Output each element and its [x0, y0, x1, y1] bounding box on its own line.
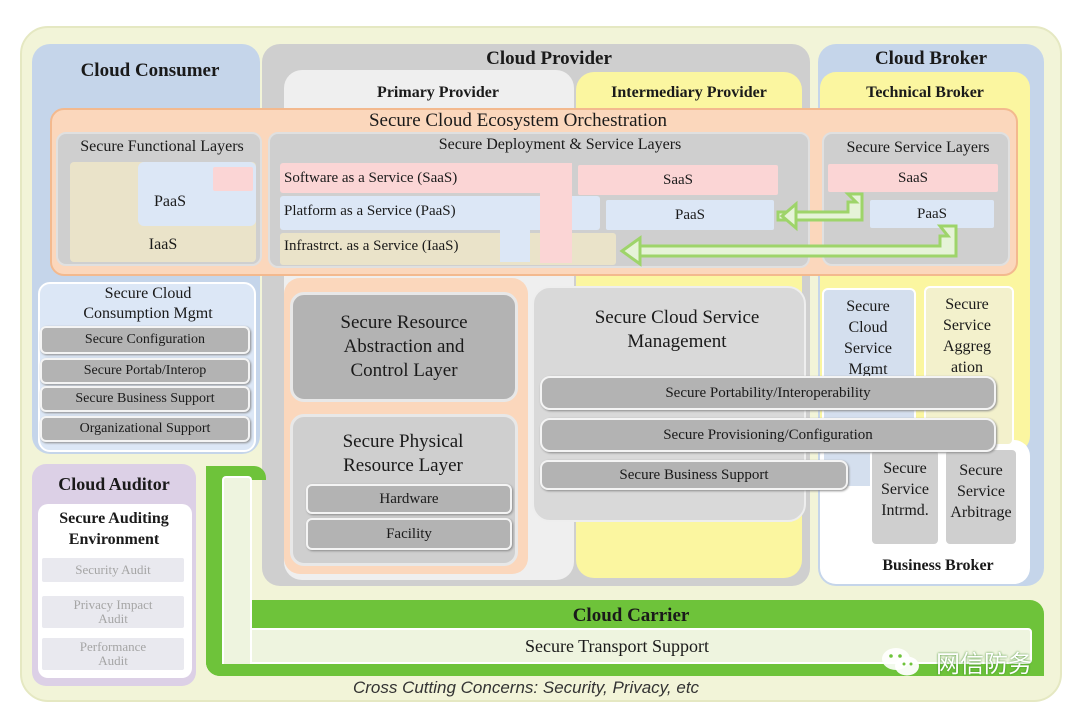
saas-stub — [540, 163, 572, 263]
paas-full-label: Platform as a Service (PaaS) — [284, 203, 456, 219]
privacy-impact-audit-label: Privacy Impact Audit — [73, 597, 153, 626]
consumer-item-organizational-support: Organizational Support — [40, 416, 250, 442]
privacy-impact-audit-box: Privacy Impact Audit — [40, 594, 186, 630]
facility-box: Facility — [306, 518, 512, 550]
consumption-mgmt-title: Secure Cloud Consumption Mgmt — [83, 285, 213, 322]
deployment-layers-title: Secure Deployment & Service Layers — [438, 136, 682, 153]
cloud-broker-title: Cloud Broker — [874, 48, 988, 69]
security-audit-label: Security Audit — [75, 562, 151, 577]
consumer-paas-label: PaaS — [154, 193, 186, 210]
portability-bar: Secure Portability/Interoperability — [540, 376, 996, 410]
provisioning-label: Secure Provisioning/Configuration — [663, 426, 873, 443]
consumer-item-organizational-support-label: Organizational Support — [79, 421, 211, 436]
business-support-bar: Secure Business Support — [540, 460, 848, 490]
iaas-full-label: Infrastrct. as a Service (IaaS) — [284, 238, 459, 254]
paas-iaas-stub — [500, 196, 530, 262]
resource-abstraction-box: Secure Resource Abstraction and Control … — [290, 292, 518, 402]
cloud-auditor-title: Cloud Auditor — [58, 474, 170, 494]
service-mgmt-title: Secure Cloud Service Management — [594, 307, 760, 352]
broker-arbitrage-label: Secure Service Arbitrage — [950, 462, 1012, 521]
security-audit-box: Security Audit — [40, 556, 186, 584]
consumer-iaas-label: IaaS — [148, 236, 178, 253]
business-broker-title: Business Broker — [882, 557, 994, 574]
broker-intermediation-label: Secure Service Intrmd. — [881, 460, 929, 519]
orchestration-title: Secure Cloud Ecosystem Orchestration — [368, 110, 668, 131]
broker-service-mgmt-label: Secure Cloud Service Mgmt — [844, 298, 892, 378]
iaas-integration-arrow — [630, 224, 958, 258]
portability-label: Secure Portability/Interoperability — [665, 384, 871, 401]
functional-layers-title: Secure Functional Layers — [80, 138, 244, 155]
saas-full-label: Software as a Service (SaaS) — [284, 170, 458, 186]
facility-label: Facility — [386, 525, 432, 542]
iaas-arrowhead — [619, 235, 642, 267]
intermediary-saas-box: SaaS — [578, 165, 778, 195]
integration-arrows — [619, 192, 958, 267]
broker-saas-box: SaaS — [828, 164, 998, 192]
service-layers-title: Secure Service Layers — [846, 139, 990, 156]
intermediary-paas-box: PaaS — [606, 200, 774, 230]
hardware-label: Hardware — [379, 490, 439, 507]
intermediary-saas-label: SaaS — [663, 171, 693, 188]
saas-full-block — [280, 163, 572, 193]
broker-saas-label: SaaS — [898, 169, 928, 186]
hardware-box: Hardware — [306, 484, 512, 514]
provisioning-bar: Secure Provisioning/Configuration — [540, 418, 996, 452]
cross-cutting-caption: Cross Cutting Concerns: Security, Privac… — [352, 678, 700, 697]
technical-broker-title: Technical Broker — [866, 84, 984, 101]
consumer-item-business-support: Secure Business Support — [40, 386, 250, 412]
cloud-consumer-title: Cloud Consumer — [80, 60, 220, 81]
primary-provider-title: Primary Provider — [377, 84, 499, 101]
broker-paas-label: PaaS — [917, 205, 947, 222]
intermediary-provider-title: Intermediary Provider — [611, 84, 767, 101]
physical-layer-title: Secure Physical Resource Layer — [342, 431, 464, 476]
transport-support-label: Secure Transport Support — [525, 636, 709, 656]
paas-integration-arrow — [776, 192, 864, 222]
consumer-item-portability: Secure Portab/Interop — [40, 358, 250, 384]
resource-abstraction-label: Secure Resource Abstraction and Control … — [340, 312, 468, 381]
watermark-text: 网信防务 — [936, 651, 1032, 678]
consumer-item-business-support-label: Secure Business Support — [75, 391, 215, 406]
business-support-label: Secure Business Support — [619, 466, 769, 483]
wechat-icon — [880, 644, 922, 680]
cloud-provider-title: Cloud Provider — [486, 48, 612, 69]
performance-audit-label: Performance Audit — [79, 639, 147, 668]
transport-support-stem — [222, 476, 252, 664]
auditing-environment-title: Secure Auditing Environment — [59, 510, 169, 548]
paas-arrowhead — [779, 200, 798, 232]
consumer-saas-block — [213, 167, 253, 191]
broker-arbitrage-box — [944, 448, 1018, 546]
intermediary-paas-label: PaaS — [675, 206, 705, 223]
broker-aggregation-label: Secure Service Aggreg ation — [943, 296, 991, 376]
consumer-item-configuration-label: Secure Configuration — [84, 332, 206, 347]
consumer-item-portability-label: Secure Portab/Interop — [83, 363, 207, 378]
performance-audit-box: Performance Audit — [40, 636, 186, 672]
consumer-item-configuration: Secure Configuration — [40, 326, 250, 354]
cloud-carrier-title: Cloud Carrier — [572, 605, 690, 626]
broker-paas-box: PaaS — [870, 200, 994, 228]
